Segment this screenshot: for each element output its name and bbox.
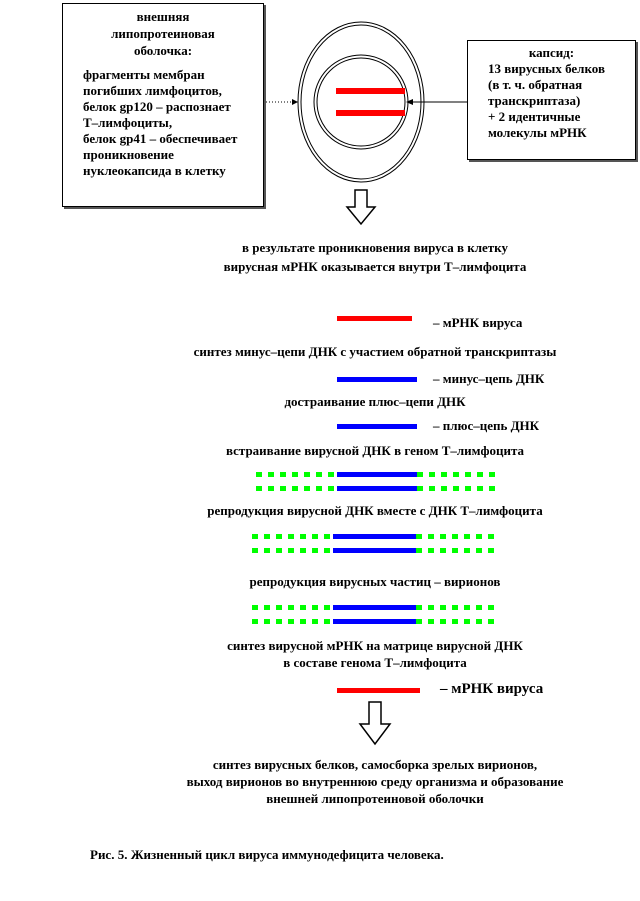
pointer-arrow-icon	[292, 99, 298, 105]
plus-label: – плюс–цепь ДНК	[433, 418, 540, 433]
viral-mrna-strand	[337, 688, 420, 693]
step-entry: в результате проникновения вируса в клет…	[242, 240, 508, 255]
minus-strand	[337, 377, 417, 382]
step-integration: встраивание вирусной ДНК в геном Т–лимфо…	[225, 443, 525, 458]
capsid-line: молекулы мРНК	[488, 125, 587, 140]
virion-illustration	[266, 21, 472, 226]
capsid-line: транскриптаза)	[488, 93, 581, 108]
rna-molecule	[336, 88, 405, 94]
step-final: синтез вирусных белков, самосборка зрелы…	[212, 757, 538, 772]
envelope-line: проникновение	[83, 147, 174, 162]
envelope-line: Т–лимфоциты,	[83, 115, 173, 130]
plus-strand	[337, 424, 417, 429]
step-replication: репродукция вирусной ДНК вместе с ДНК Т–…	[207, 503, 543, 518]
envelope-title: оболочка:	[133, 43, 193, 58]
step-final: внешней липопротеиновой оболочки	[266, 791, 484, 806]
mrna-label: – мРНК вируса	[440, 681, 544, 697]
step-final: выход вирионов во внутреннюю среду орган…	[186, 774, 564, 789]
step-plus-completion: достраивание плюс–цепи ДНК	[284, 394, 466, 409]
capsid-title: капсид:	[528, 45, 575, 60]
rna-molecule	[336, 110, 405, 116]
envelope-title: липопротеиновая	[111, 26, 215, 41]
envelope-line: нуклеокапсида в клетку	[83, 163, 226, 178]
step-virion-reproduction: репродукция вирусных частиц – вирионов	[249, 574, 501, 589]
step-entry: вирусная мРНК оказывается внутри Т–лимфо…	[223, 259, 527, 274]
envelope-box: внешняя липопротеиновая оболочка: фрагме…	[62, 3, 264, 207]
figure-caption: Рис. 5. Жизненный цикл вируса иммунодефи…	[90, 847, 444, 862]
pointer-arrow-icon	[406, 99, 413, 105]
minus-label: – минус–цепь ДНК	[433, 371, 545, 386]
step-transcription: в составе генома Т–лимфоцита	[283, 655, 467, 670]
envelope-line: погибших лимфоцитов,	[83, 83, 222, 98]
envelope-line: белок gp41 – обеспечивает	[83, 131, 238, 146]
capsid-line: + 2 идентичные	[488, 109, 581, 124]
capsid-box: капсид: 13 вирусных белков (в т. ч. обра…	[467, 40, 636, 160]
down-arrow-icon	[345, 189, 377, 226]
down-arrow-icon	[358, 701, 392, 746]
envelope-line: фрагменты мембран	[83, 67, 205, 82]
capsid-line: 13 вирусных белков	[488, 61, 605, 76]
step-minus-synthesis: синтез минус–цепи ДНК с участием обратно…	[193, 344, 557, 359]
mrna-label: – мРНК вируса	[433, 315, 523, 330]
step-transcription: синтез вирусной мРНК на матрице вирусной…	[227, 638, 523, 653]
envelope-line: белок gp120 – распознает	[83, 99, 231, 114]
capsid-line: (в т. ч. обратная	[488, 77, 583, 92]
viral-mrna-strand	[337, 316, 412, 321]
envelope-title: внешняя	[136, 9, 190, 24]
